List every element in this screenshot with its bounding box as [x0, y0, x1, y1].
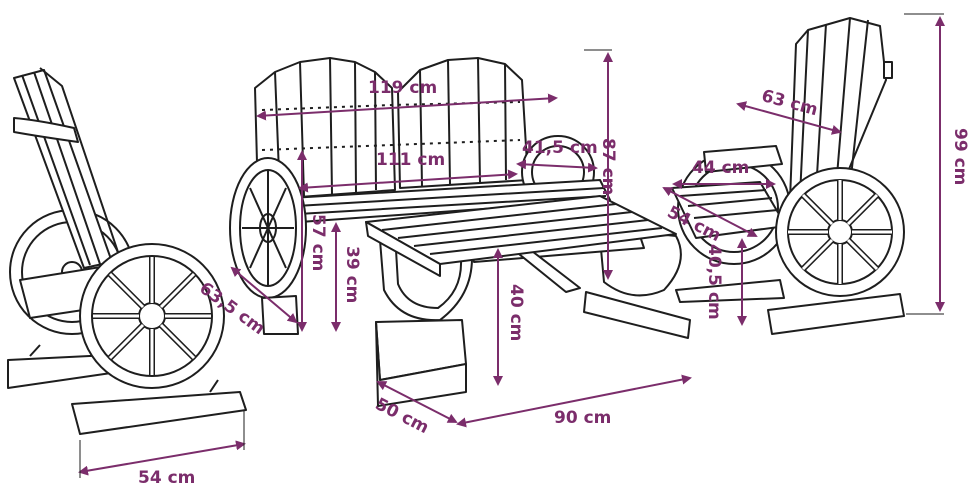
dim-right-chair-seat-width: 44 cm [692, 158, 750, 178]
dim-right-chair-seat-height: 40,5 cm [704, 244, 724, 320]
dim-bench-armrest-height: 57 cm [308, 214, 328, 272]
dim-table-height: 40 cm [506, 284, 526, 342]
left-armchair [7, 67, 247, 435]
dim-bench-height: 87 cm [598, 138, 618, 196]
dim-right-chair-height: 99 cm [950, 128, 970, 186]
dim-bench-seat-height: 39 cm [342, 246, 362, 304]
dim-bench-seat-length: 111 cm [376, 150, 446, 170]
dim-left-chair-width: 54 cm [138, 468, 196, 488]
dim-bench-length: 119 cm [368, 78, 438, 98]
dim-bench-seat-depth: 41,5 cm [522, 138, 598, 158]
coffee-table [365, 195, 691, 407]
dimension-lines [78, 13, 945, 478]
dim-table-length: 90 cm [554, 408, 612, 428]
